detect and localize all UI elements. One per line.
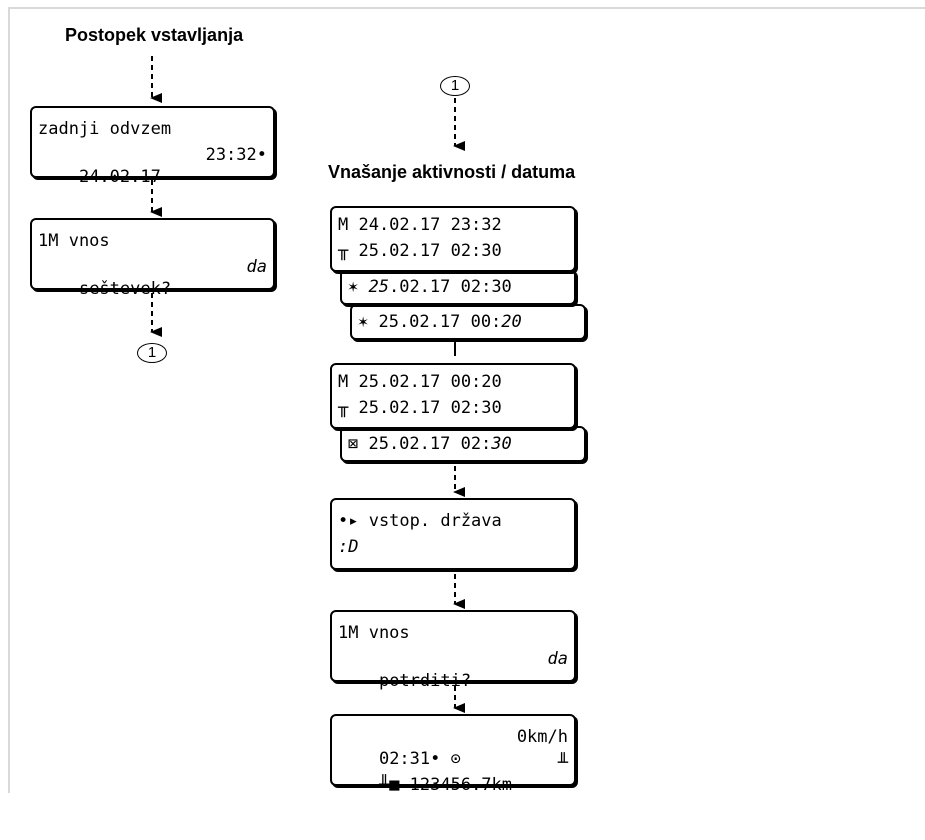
stack1-b-rest: .02.17 02:30 xyxy=(388,277,512,297)
lcd-line-1: 1M vnos xyxy=(38,231,110,251)
sestevek-label: seštevek? xyxy=(78,279,172,299)
heading-postopek-vstavljanja: Postopek vstavljanja xyxy=(65,25,244,45)
lcd-line-1: M 25.02.17 00:20 xyxy=(338,372,502,392)
lcd-stack1-c: ✶ 25.02.17 00:20 xyxy=(350,304,586,340)
lcd-line-1: M 24.02.17 23:32 xyxy=(338,215,502,235)
lcd-line: ✶ 25.02.17 00:20 xyxy=(358,311,578,333)
lcd-line-1: 02:31• ⊙ 0km/h xyxy=(338,726,568,769)
lcd-1m-vnos-sestevek: 1M vnos seštevek? da xyxy=(30,218,275,299)
lcd-stack2-a: M 25.02.17 00:20 ╥ 25.02.17 02:30 xyxy=(330,363,576,429)
lcd-stack1-b: ✶ 25.02.17 02:30 xyxy=(340,269,576,305)
stack2-b-prefix: ⊠ 25.02.17 02: xyxy=(348,434,492,454)
lcd-line-1: zadnji odvzem xyxy=(38,119,172,139)
connector-1-left: 1 xyxy=(137,343,167,363)
lcd-line-2: 24.02.17 23:32• xyxy=(38,144,267,187)
last-removal-date: 24.02.17 xyxy=(78,167,161,187)
frame-top-border xyxy=(8,7,925,9)
status-odometer: ╨■ 123456.7km xyxy=(378,775,513,795)
lcd-line-2: ╨■ 123456.7km ╨ xyxy=(338,752,568,795)
lcd-standard-display: 02:31• ⊙ 0km/h ╨■ 123456.7km ╨ xyxy=(330,714,576,795)
lcd-line: ✶ 25.02.17 02:30 xyxy=(348,276,568,298)
lcd-line-1: •▸ vstop. država xyxy=(338,511,502,531)
lcd-line-2: ╥ 25.02.17 02:30 xyxy=(338,241,502,261)
stack1-b-prefix: ✶ xyxy=(348,277,369,297)
lcd-line-1: 1M vnos xyxy=(338,623,410,643)
potrditi-answer: da xyxy=(547,649,568,669)
lcd-line-2: :D xyxy=(338,537,359,557)
lcd-line-2: ╥ 25.02.17 02:30 xyxy=(338,398,502,418)
last-removal-time: 23:32• xyxy=(205,145,267,165)
frame-left-border xyxy=(8,7,10,793)
connector-1-right: 1 xyxy=(440,76,470,96)
stack1-b-day: 25 xyxy=(368,277,389,297)
lcd-stack2-b: ⊠ 25.02.17 02:30 xyxy=(340,426,586,462)
status-speed: 0km/h xyxy=(516,727,568,747)
flow-arrows xyxy=(150,56,465,713)
sestevek-answer: da xyxy=(246,257,267,277)
stack2-b-minutes: 30 xyxy=(491,434,512,454)
status-time: 02:31• ⊙ xyxy=(378,749,461,769)
heading-vnasanje-aktivnosti-datuma: Vnašanje aktivnosti / datuma xyxy=(328,162,576,182)
potrditi-label: potrditi? xyxy=(378,671,472,691)
lcd-zadnji-odvzem: zadnji odvzem 24.02.17 23:32• xyxy=(30,106,275,187)
lcd-line-2: seštevek? da xyxy=(38,256,267,299)
status-activity-icon: ╨ xyxy=(557,753,568,773)
lcd-1m-vnos-potrditi: 1M vnos potrditi? da xyxy=(330,610,576,691)
lcd-stack1-a: M 24.02.17 23:32 ╥ 25.02.17 02:30 xyxy=(330,206,576,272)
lcd-line-2: potrditi? da xyxy=(338,648,568,691)
stack1-c-minutes: 20 xyxy=(501,312,522,332)
stack1-c-prefix: ✶ 25.02.17 00: xyxy=(358,312,502,332)
lcd-line: ⊠ 25.02.17 02:30 xyxy=(348,433,578,455)
lcd-vstop-drzava: •▸ vstop. država :D xyxy=(330,498,576,570)
